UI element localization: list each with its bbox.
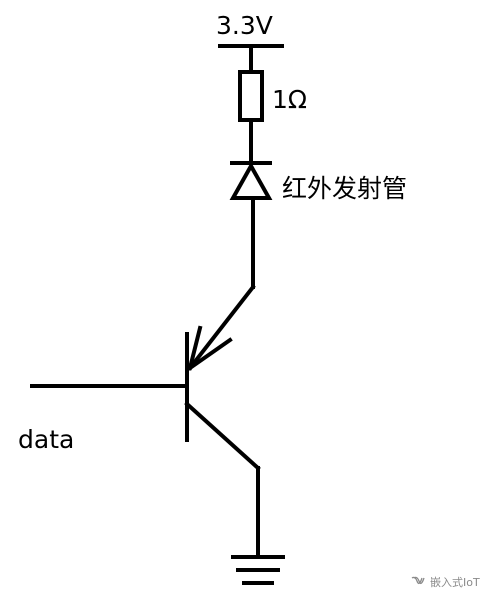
led-triangle	[229, 161, 273, 200]
data-input-label: data	[18, 425, 75, 454]
arrow-head-upper	[187, 325, 203, 371]
watermark-text: 嵌入式IoT	[430, 576, 480, 589]
resistor	[238, 70, 264, 122]
transistor-emitter-leg	[184, 401, 261, 471]
wechat-channel-icon	[411, 576, 425, 585]
wire-collector-diagonal	[187, 284, 256, 371]
arrow-head-lower	[187, 337, 233, 371]
supply-voltage-label: 3.3V	[216, 11, 273, 40]
resistor-value-label: 1Ω	[272, 85, 308, 114]
led-name-label: 红外发射管	[282, 174, 408, 203]
watermark: 嵌入式IoT	[410, 574, 480, 590]
